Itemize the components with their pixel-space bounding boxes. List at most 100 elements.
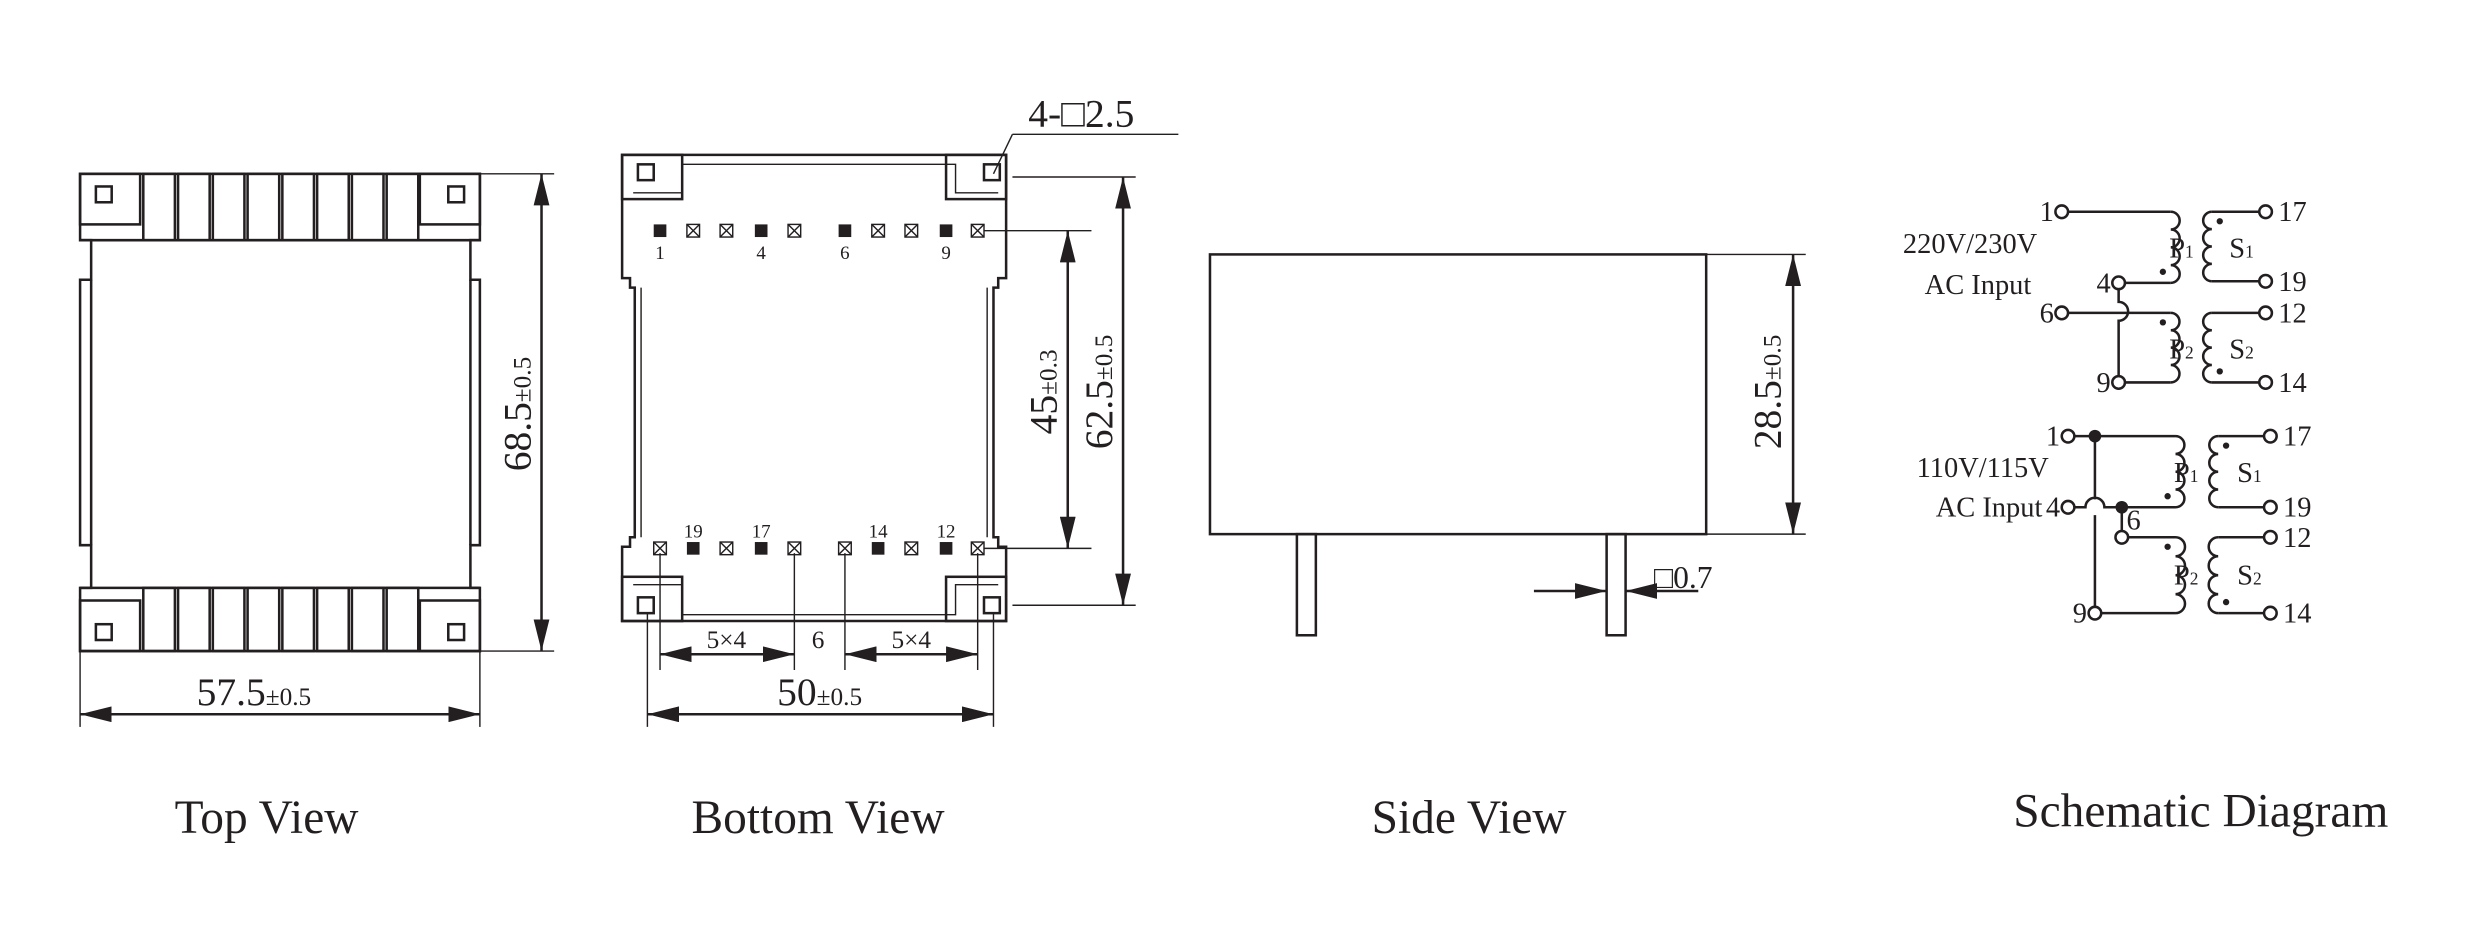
winding-p1: P1 [2169, 234, 2194, 265]
schematic-220v: 220V/230V AC Input 1 4 6 9 17 19 12 14 P… [1903, 197, 2307, 399]
pin-active [838, 224, 852, 238]
pin-unused-cross [970, 223, 985, 238]
winding-coil [2175, 434, 2186, 509]
winding-coil [2170, 210, 2181, 285]
pin-active [754, 224, 768, 238]
terminal-4: 4 [2097, 268, 2111, 299]
top-width-dimension: 57.5±0.5 [197, 670, 312, 714]
center-gap-dimension: 6 [812, 626, 825, 654]
terminal-17: 17 [2283, 422, 2311, 453]
terminal-1: 1 [2040, 197, 2054, 228]
pin-unused-cross [653, 541, 667, 556]
mount-spacing-horizontal-dimension: 50±0.5 [777, 670, 862, 714]
bobbin-rib [281, 586, 316, 653]
bobbin-rib [211, 586, 246, 653]
pitch-left-dimension: 5×4 [707, 626, 747, 654]
ac-input-label: AC Input [1925, 270, 2032, 301]
pin-active [754, 542, 768, 555]
pin-unused-cross [719, 541, 734, 556]
pin-active [939, 542, 953, 555]
winding-coil [2201, 210, 2213, 283]
bobbin-rib [176, 586, 211, 653]
pin-unused-cross [686, 223, 701, 238]
pin-label-9: 9 [941, 243, 950, 264]
side-height-dimension: 28.5±0.5 [1745, 335, 1789, 450]
bobbin-rib [385, 172, 420, 242]
pin-unused-cross [970, 541, 985, 556]
terminal-19: 19 [2283, 493, 2311, 524]
winding-coil [2170, 311, 2181, 384]
bobbin-rib [176, 172, 211, 242]
bobbin-rib [246, 172, 281, 242]
pin-unused [904, 223, 919, 238]
ac-input-label-2: AC Input [1936, 493, 2043, 524]
pin-label-6: 6 [840, 243, 849, 264]
terminal-6: 6 [2040, 298, 2054, 329]
pin-unused-cross [871, 223, 885, 238]
pin-row-spacing-dimension: 45±0.3 [1022, 349, 1066, 434]
terminal-14: 14 [2283, 599, 2311, 630]
pin-label-1: 1 [655, 243, 664, 264]
winding-coil [2175, 536, 2187, 615]
pin-unused-cross [787, 541, 802, 556]
terminal-4: 4 [2046, 493, 2060, 524]
mount-spacing-vertical-dimension: 62.5±0.5 [1077, 335, 1121, 450]
terminal-1: 1 [2046, 422, 2060, 453]
pin-unused [686, 223, 701, 238]
pin-label-12: 12 [937, 521, 956, 542]
pin-label-14: 14 [869, 521, 888, 542]
schematic-diagram-title: Schematic Diagram [2013, 785, 2388, 837]
pin-label-4: 4 [756, 243, 766, 264]
input-voltage-110v: 110V/115V [1917, 453, 2050, 484]
pin-unused-cross [904, 223, 919, 238]
winding-s2: S2 [2229, 335, 2254, 366]
winding-coil [2207, 536, 2219, 615]
bobbin-rib [211, 172, 246, 242]
pin-unused [904, 541, 919, 556]
bobbin-rib [142, 172, 177, 242]
terminal-9: 9 [2097, 368, 2111, 399]
winding-coil [2201, 311, 2213, 384]
bottom-view: 1 4 6 9 19 17 14 12 4-□2.5 45±0.3 62.5±0… [620, 91, 1179, 844]
pin-unused [719, 541, 734, 556]
winding-s2: S2 [2237, 561, 2262, 592]
side-view-title: Side View [1372, 792, 1568, 844]
pin-size-dimension: □0.7 [1654, 560, 1713, 595]
input-voltage-220v: 220V/230V [1903, 229, 2038, 260]
terminal-6: 6 [2127, 505, 2141, 536]
pin-unused [871, 223, 886, 238]
pin-unused-cross [904, 541, 919, 556]
bobbin-rib [281, 172, 316, 242]
pin-unused [787, 223, 802, 238]
top-height-dimension: 68.5±0.5 [495, 357, 539, 472]
pin-active [939, 224, 953, 238]
terminal-9: 9 [2073, 599, 2087, 630]
bottom-view-title: Bottom View [692, 792, 946, 844]
schematic-110v: 110V/115V AC Input 1 4 6 9 17 19 12 14 P… [1917, 422, 2312, 630]
winding-s1: S1 [2237, 458, 2262, 489]
schematic-diagram: 220V/230V AC Input 1 4 6 9 17 19 12 14 P… [1903, 197, 2389, 837]
bobbin-rib [385, 586, 420, 653]
bobbin-rib [142, 586, 177, 653]
pin-label-17: 17 [752, 521, 771, 542]
pin-unused-cross [719, 223, 734, 238]
pin-active [871, 542, 885, 555]
terminal-14: 14 [2278, 368, 2306, 399]
bobbin-rib [315, 172, 350, 242]
winding-s1: S1 [2229, 234, 2254, 265]
winding-p1: P1 [2174, 458, 2199, 489]
winding-p2: P2 [2169, 335, 2194, 366]
terminal-12: 12 [2283, 523, 2311, 554]
pin-active [686, 542, 700, 555]
pin-unused-cross [787, 223, 802, 238]
bobbin-rib [350, 586, 385, 653]
mount-holes-callout: 4-□2.5 [1028, 91, 1134, 135]
pin-unused-cross [838, 541, 852, 556]
terminal-17: 17 [2278, 197, 2306, 228]
pitch-right-dimension: 5×4 [892, 626, 932, 654]
bobbin-rib [350, 172, 385, 242]
pin-active [653, 224, 667, 238]
terminal-12: 12 [2278, 298, 2306, 329]
side-view: 28.5±0.5 □0.7 Side View [1208, 253, 1806, 844]
